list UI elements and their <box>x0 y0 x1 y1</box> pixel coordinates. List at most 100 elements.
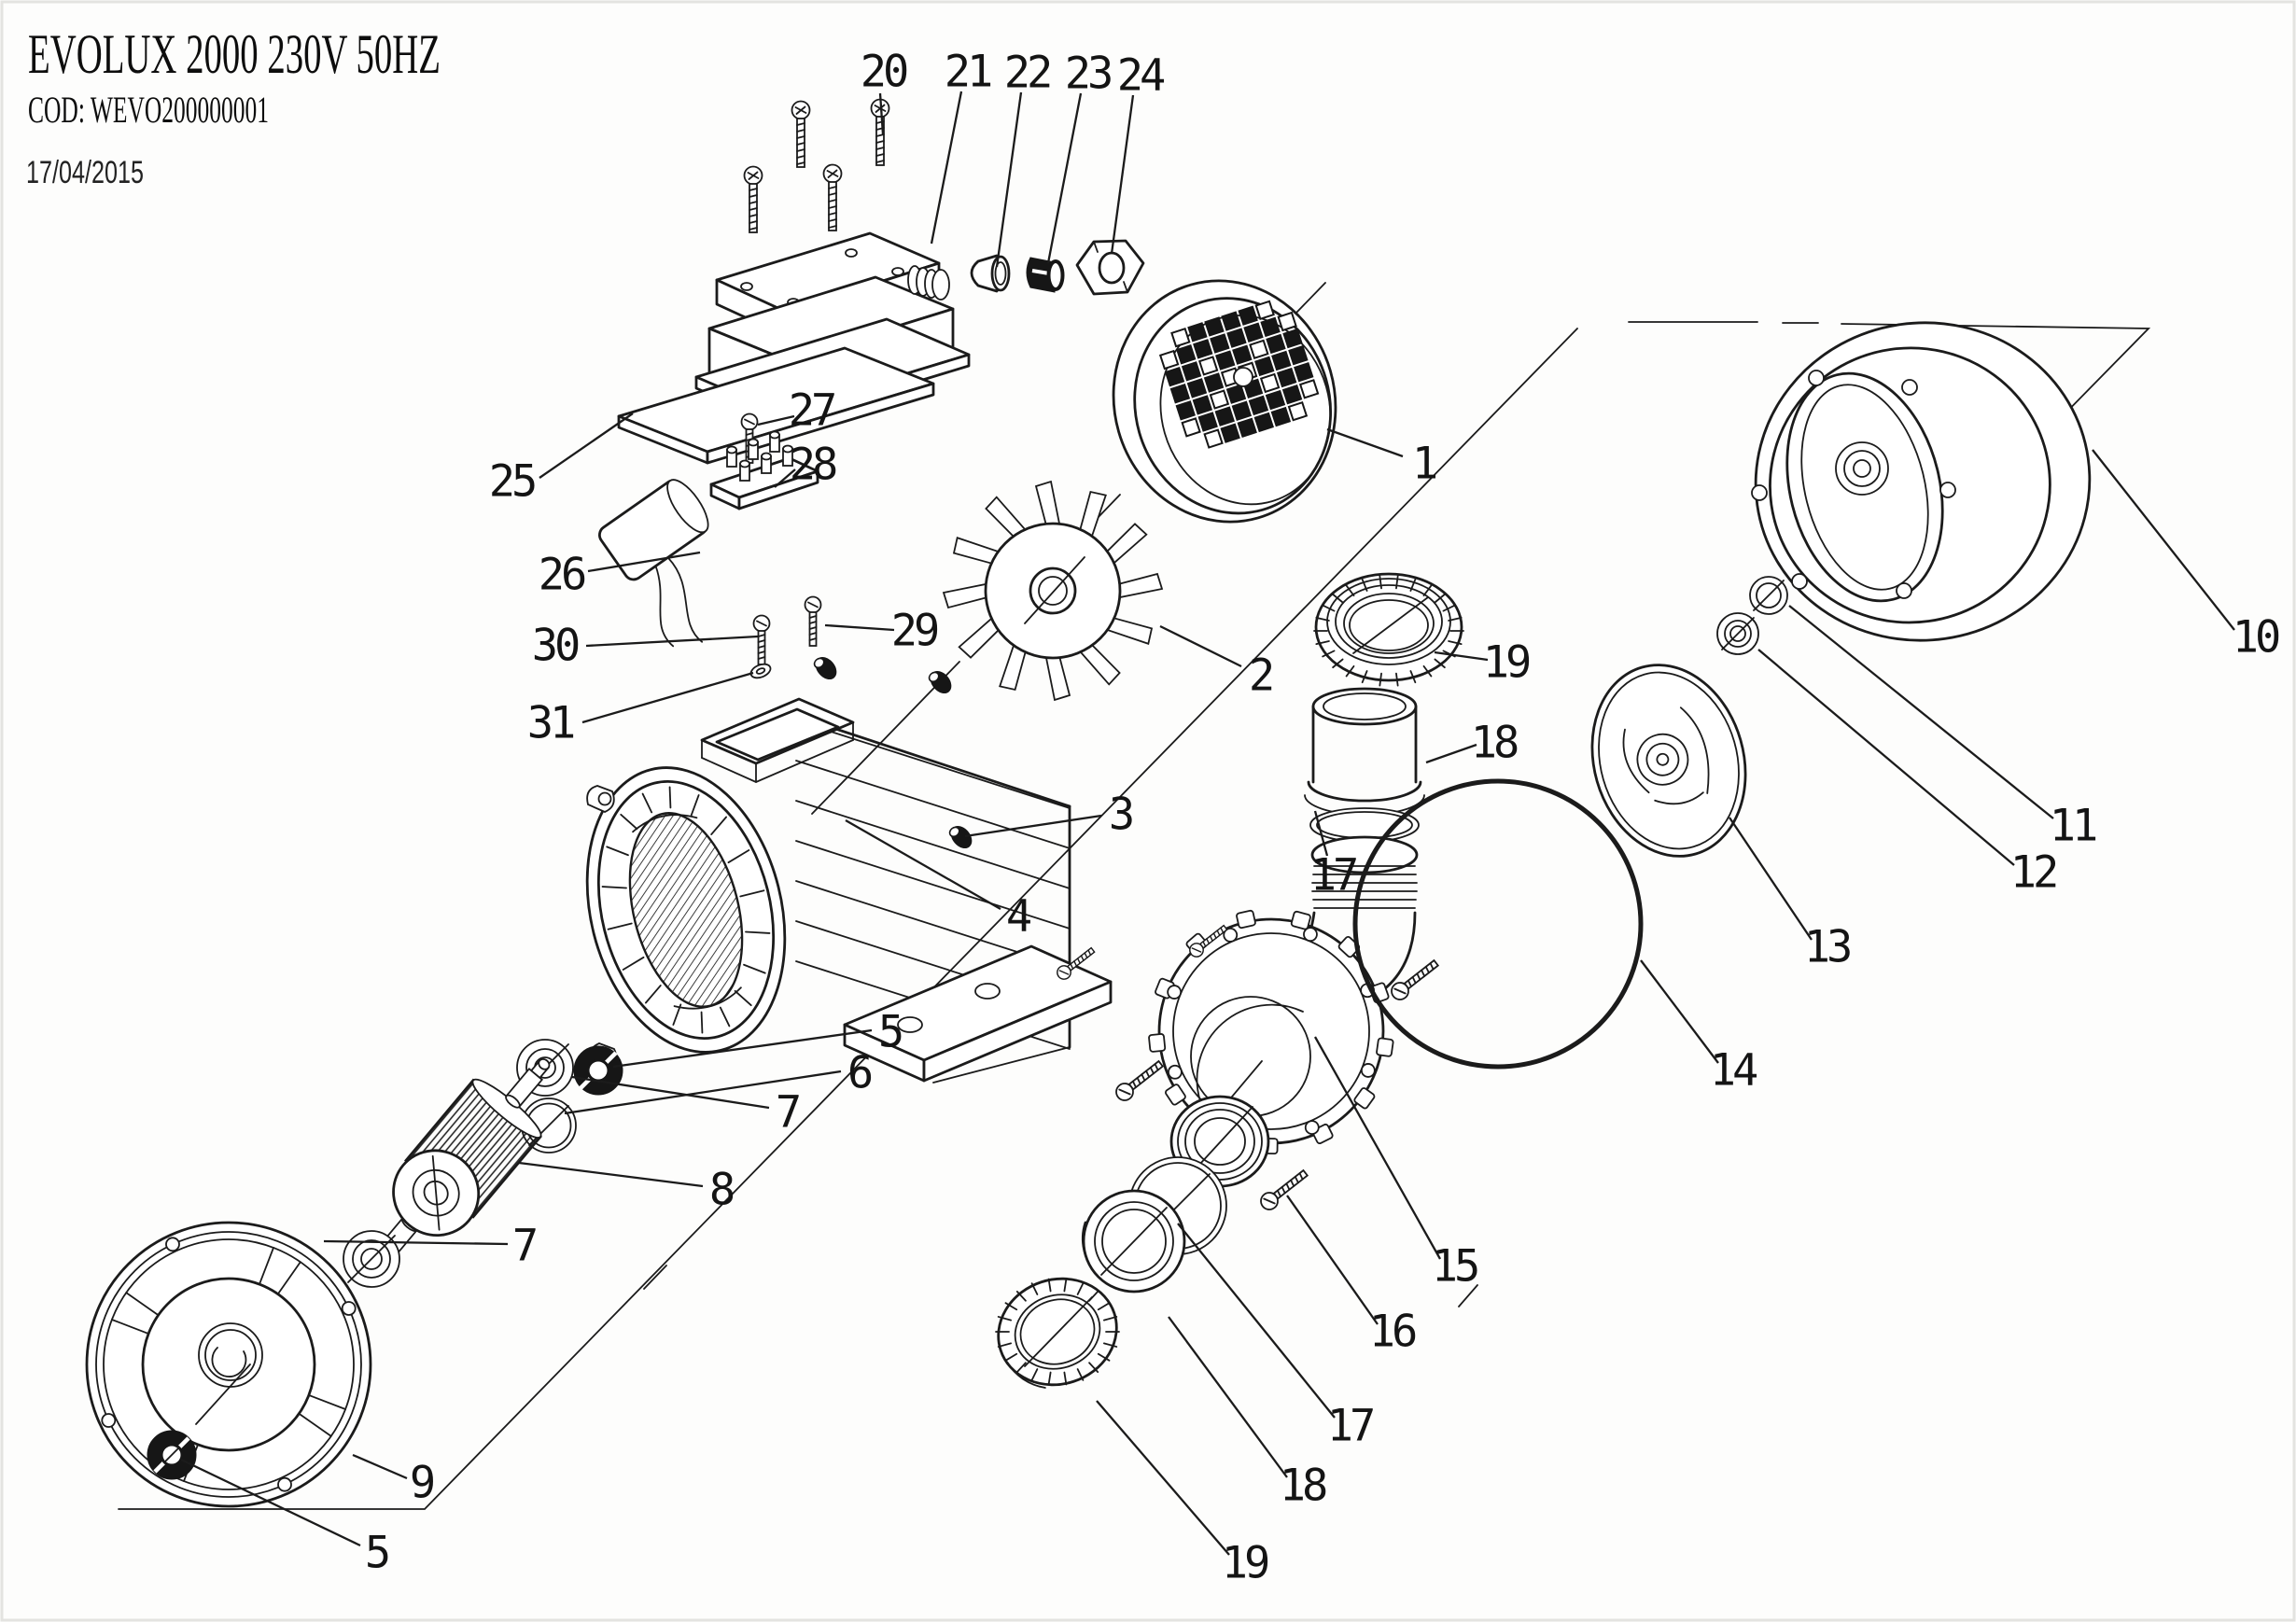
junction-box-assembly <box>617 98 1145 510</box>
callout-leader-5 <box>180 1458 361 1547</box>
callout-label-7: 7 <box>512 1221 536 1272</box>
bearing-7b <box>343 1230 400 1288</box>
fan-cover <box>1112 279 1337 524</box>
callout-label-24: 24 <box>1117 50 1165 102</box>
callout-label-5: 5 <box>365 1528 388 1579</box>
callout-label-12: 12 <box>2010 847 2056 899</box>
callout-label-6: 6 <box>847 1048 872 1099</box>
callout-label-18: 18 <box>1280 1461 1326 1512</box>
callout-label-26: 26 <box>539 550 585 601</box>
callout-leader-2 <box>1159 624 1242 668</box>
callout-label-30: 30 <box>532 621 579 672</box>
page-title: EVOLUX 2000 230V 50HZ <box>28 23 441 85</box>
ring-nut-19a <box>1313 572 1464 687</box>
callout-leader-12 <box>1757 649 2015 866</box>
callout-label-16: 16 <box>1369 1307 1416 1358</box>
callout-label-20: 20 <box>861 47 907 98</box>
casing-o-ring-14 <box>1352 778 1644 1070</box>
pump-body <box>1147 835 1419 1188</box>
gland-insert-part23 <box>1026 257 1065 293</box>
ring-nut-19b <box>995 1277 1120 1389</box>
callout-label-31: 31 <box>527 698 574 749</box>
callout-label-22: 22 <box>1004 48 1050 99</box>
junction-box-gasket-plates <box>617 317 971 465</box>
callout-label-11: 11 <box>2050 801 2096 852</box>
callout-label-19: 19 <box>1483 637 1530 689</box>
callout-leader-7 <box>571 1075 770 1110</box>
callout-leader-20 <box>878 92 885 135</box>
callout-leader-14 <box>1640 959 1719 1064</box>
discharge-port <box>1258 835 1419 1004</box>
terminal-collar <box>700 697 855 783</box>
callout-label-4: 4 <box>1006 891 1031 943</box>
callout-label-13: 13 <box>1804 922 1850 973</box>
callout-label-29: 29 <box>891 606 938 657</box>
callout-leader-6 <box>564 1070 842 1115</box>
pump-cover <box>1751 321 2092 642</box>
shaft-seal-5a <box>573 1045 623 1096</box>
fan-cover-grid <box>1158 300 1320 449</box>
callout-leader-4 <box>845 819 1001 910</box>
revision-date: 17/04/2015 <box>26 155 144 190</box>
callout-leader-11 <box>1788 605 2054 819</box>
callout-label-18: 18 <box>1471 718 1518 769</box>
cable-gland-boss <box>907 265 950 301</box>
callout-label-23: 23 <box>1065 49 1111 100</box>
callout-leader-5 <box>612 1028 873 1069</box>
callout-label-1: 1 <box>1412 439 1436 490</box>
callout-leader-17 <box>1313 810 1329 857</box>
impeller <box>1590 664 1747 858</box>
terminal-block-28 <box>709 430 819 510</box>
capacitor <box>598 479 709 648</box>
callout-leader-31 <box>581 671 754 724</box>
callout-leader-29 <box>824 623 895 632</box>
callout-leader-1 <box>1326 427 1404 458</box>
title-block: EVOLUX 2000 230V 50HZ COD: WEVO200000001… <box>26 23 441 190</box>
callout-leader-23 <box>1046 92 1083 264</box>
gland-cap-part22 <box>970 254 1011 293</box>
callout-label-3: 3 <box>1109 790 1132 841</box>
motor-foot <box>843 944 1113 1083</box>
callout-label-5: 5 <box>878 1007 902 1058</box>
callout-leader-25 <box>539 412 634 479</box>
callout-leader-19 <box>1434 650 1489 662</box>
shield-seal-5b <box>147 1430 197 1480</box>
callout-label-10: 10 <box>2233 612 2279 664</box>
seal-ring-11 <box>1749 576 1788 615</box>
callout-label-8: 8 <box>709 1165 734 1216</box>
callout-label-7: 7 <box>776 1087 799 1139</box>
stator-face <box>585 766 787 1054</box>
callout-label-28: 28 <box>790 440 836 491</box>
callout-label-15: 15 <box>1432 1241 1477 1293</box>
callout-leader-24 <box>1110 94 1135 255</box>
callout-leader-9 <box>352 1453 408 1480</box>
callout-leader-13 <box>1729 817 1813 941</box>
seal-ring-12 <box>1716 612 1759 655</box>
callout-leader-8 <box>518 1161 704 1188</box>
hex-nut-part24 <box>1075 239 1145 296</box>
callout-label-9: 9 <box>410 1458 434 1509</box>
callout-label-27: 27 <box>789 385 834 437</box>
cooling-fan <box>943 481 1163 701</box>
callout-label-17: 17 <box>1327 1401 1373 1452</box>
hose-adapter-18a <box>1304 687 1425 816</box>
end-shield-9 <box>85 1221 372 1508</box>
hose-adapter-18b <box>1081 1189 1186 1293</box>
callout-leader-30 <box>585 635 759 648</box>
callout-leader-18 <box>1168 1316 1288 1478</box>
bracket-screw-30 <box>752 614 771 665</box>
callout-leader-28 <box>774 468 796 488</box>
callout-leader-10 <box>2092 449 2235 631</box>
lid-screws <box>743 98 890 233</box>
callout-leader-27 <box>757 414 795 426</box>
callout-leader-7 <box>323 1239 509 1246</box>
callout-label-19: 19 <box>1222 1538 1268 1589</box>
callout-leader-19 <box>1096 1400 1230 1556</box>
callout-leader-26 <box>587 551 701 573</box>
callout-leader-21 <box>930 91 963 245</box>
bracket-screw-29 <box>804 595 822 647</box>
callout-label-14: 14 <box>1710 1045 1757 1097</box>
